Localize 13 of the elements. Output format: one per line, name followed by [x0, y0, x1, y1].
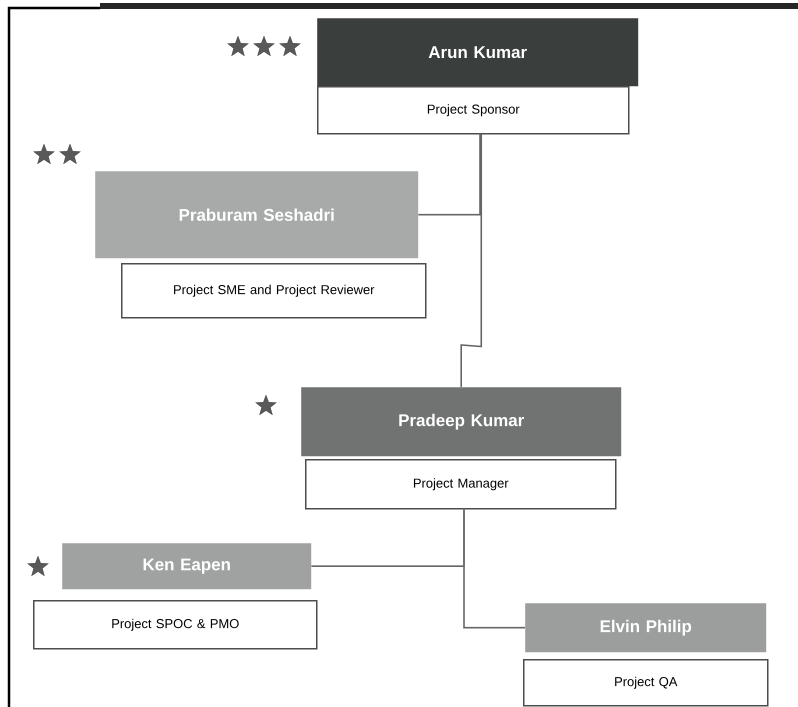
- connector-line: [418, 133, 481, 216]
- role-box: Project SME and Project Reviewer: [121, 263, 426, 318]
- role-box: Project Manager: [305, 459, 616, 510]
- role-box: Project Sponsor: [317, 86, 630, 134]
- name-box: Elvin Philip: [525, 603, 766, 652]
- name-box: Praburam Seshadri: [95, 171, 418, 258]
- role-box: Project QA: [523, 659, 768, 706]
- role-box: Project SPOC & PMO: [33, 600, 318, 650]
- connector-line: [463, 508, 525, 628]
- connector-line: [460, 134, 482, 387]
- name-box: Ken Eapen: [62, 543, 312, 590]
- name-box: Arun Kumar: [317, 18, 638, 86]
- name-box: Pradeep Kumar: [301, 387, 622, 456]
